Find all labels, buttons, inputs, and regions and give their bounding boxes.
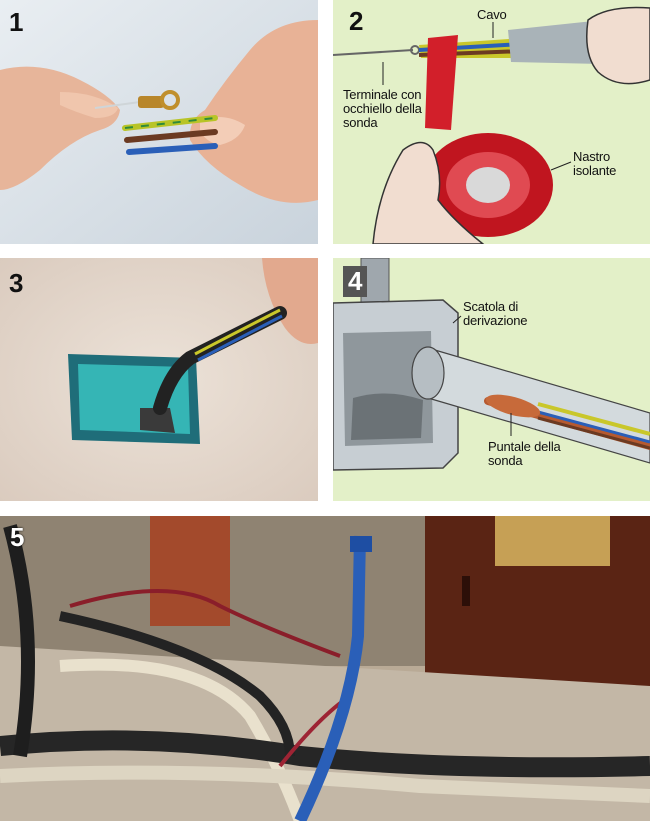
panel-3-image <box>0 258 318 501</box>
panel-4-image <box>333 258 650 501</box>
panel-number: 5 <box>10 522 25 552</box>
panel-number: 4 <box>343 266 368 297</box>
label-tape-text: Nastro isolante <box>573 149 617 178</box>
label-box: Scatola di derivazione <box>463 300 573 328</box>
panel-number: 1 <box>9 7 24 37</box>
label-terminal: Terminale con occhiello della sonda <box>343 88 435 130</box>
panel-5-image <box>0 516 650 821</box>
panel-5-photo: 5 <box>0 516 650 821</box>
panel-3-photo: 3 <box>0 258 318 501</box>
label-tip: Puntale della sonda <box>488 440 568 468</box>
label-tape: Nastro isolante <box>573 150 633 178</box>
label-box-text: Scatola di derivazione <box>463 299 528 328</box>
panel-1-image <box>0 0 318 244</box>
panel-2-illustration: 2 Cavo Terminale con occhiello della son… <box>333 0 650 244</box>
panel-2-image <box>333 0 650 244</box>
label-tip-text: Puntale della sonda <box>488 439 561 468</box>
panel-4-illustration: 4 Scatola di derivazione Puntale della s… <box>333 258 650 501</box>
panel-number: 2 <box>349 6 364 36</box>
label-cable: Cavo <box>477 7 507 22</box>
label-terminal-text: Terminale con occhiello della sonda <box>343 87 422 130</box>
panel-number: 3 <box>9 268 24 298</box>
panel-1-photo: 1 <box>0 0 318 244</box>
